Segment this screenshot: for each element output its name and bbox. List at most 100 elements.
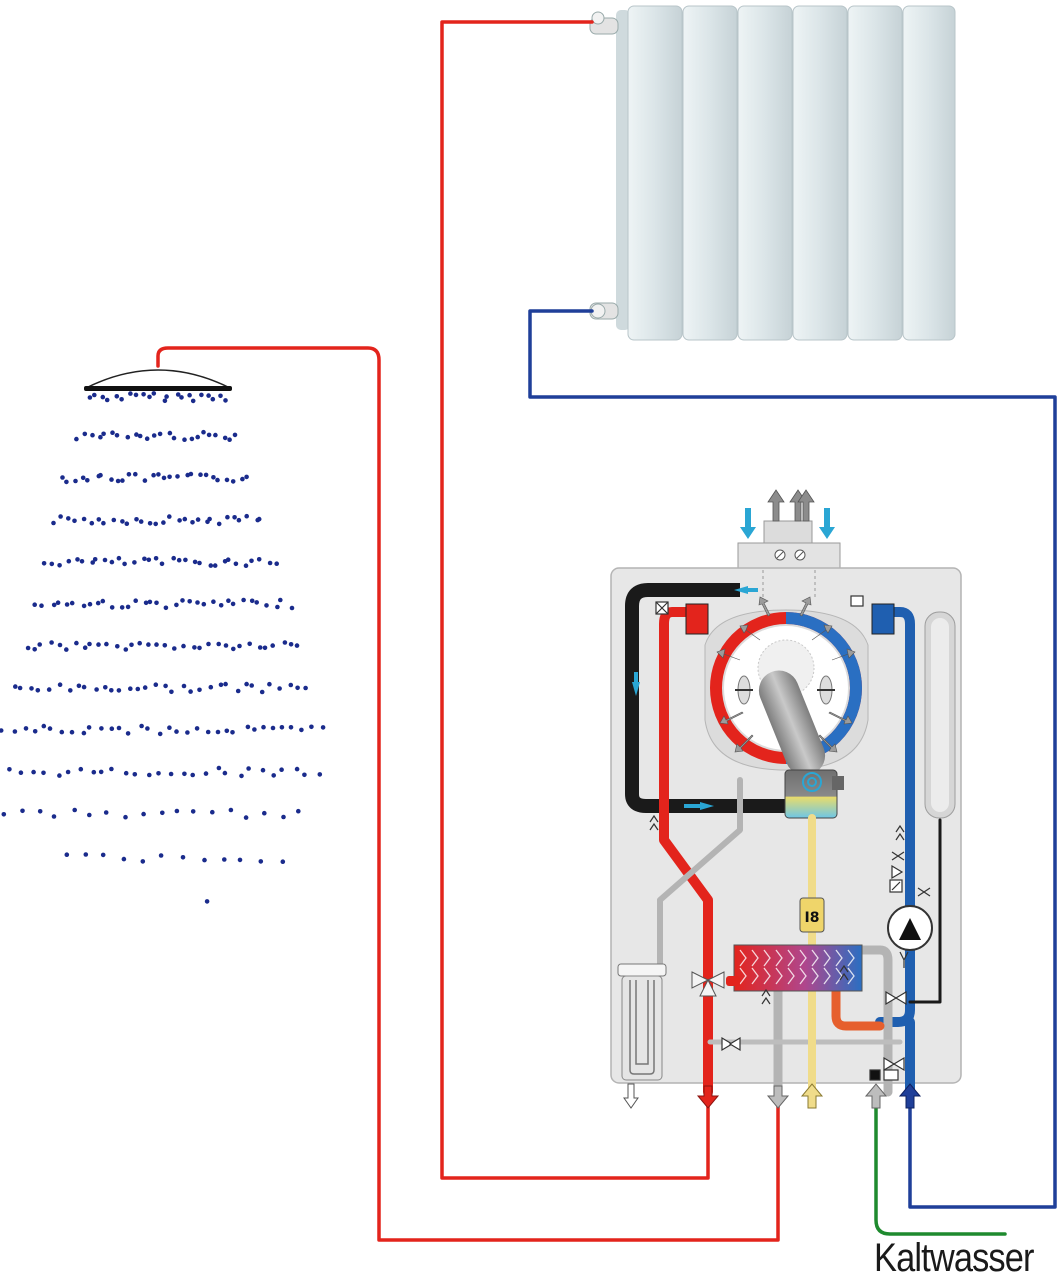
water-droplet — [109, 559, 115, 565]
water-droplet — [164, 394, 169, 399]
water-droplet — [249, 598, 255, 604]
radiator-valve-bottom-icon — [589, 302, 619, 320]
siphon-icon — [617, 963, 667, 1081]
water-droplet — [18, 770, 24, 775]
water-droplet — [222, 770, 228, 776]
water-droplet — [271, 773, 277, 778]
water-droplet — [123, 647, 129, 652]
water-droplet — [92, 557, 98, 562]
water-droplet — [87, 812, 92, 818]
water-droplet — [99, 726, 104, 731]
internal-flow-pipe — [659, 607, 713, 1097]
water-droplet — [79, 559, 85, 564]
water-droplet — [81, 603, 87, 609]
water-droplet — [167, 725, 172, 730]
water-droplet — [153, 682, 159, 687]
water-droplet — [180, 598, 185, 603]
water-droplet — [288, 682, 294, 688]
water-droplet — [114, 394, 120, 399]
water-droplet — [288, 725, 294, 730]
water-droplet — [309, 724, 314, 730]
water-droplet — [288, 642, 294, 647]
water-droplet — [244, 513, 249, 519]
water-droplet — [135, 686, 141, 692]
water-droplet — [57, 773, 62, 778]
water-droplet — [151, 391, 157, 396]
water-droplet — [145, 726, 150, 731]
water-droplet — [76, 683, 82, 689]
water-droplet — [147, 521, 153, 526]
water-droplet — [259, 689, 265, 695]
water-droplet — [172, 646, 177, 651]
water-droplet — [0, 728, 4, 733]
water-droplet — [147, 599, 153, 605]
water-droplet — [154, 600, 159, 606]
water-droplet — [182, 516, 188, 522]
water-droplet — [194, 726, 200, 731]
water-droplet — [270, 725, 276, 731]
water-droplet — [230, 730, 235, 735]
water-droplet — [129, 642, 134, 648]
water-droplet — [139, 723, 144, 729]
water-droplet — [241, 597, 246, 603]
water-droplet — [55, 600, 61, 605]
water-droplet — [254, 600, 259, 605]
water-droplet — [92, 392, 97, 398]
water-droplet — [215, 729, 221, 735]
water-droplet — [83, 852, 89, 857]
water-droplet — [190, 772, 195, 778]
water-droplet — [230, 479, 236, 484]
water-droplet — [153, 521, 158, 527]
svg-text:I8: I8 — [805, 910, 820, 926]
water-droplet — [81, 516, 87, 522]
water-droplet — [189, 436, 195, 442]
water-droplet — [159, 561, 165, 567]
water-droplet — [57, 682, 63, 687]
water-droplet — [151, 433, 157, 438]
water-droplet — [203, 771, 209, 776]
water-droplet — [31, 769, 36, 775]
condensate-outlet-arrow — [623, 1083, 639, 1109]
water-droplet — [46, 687, 52, 692]
water-droplet — [161, 520, 166, 525]
water-droplet — [73, 478, 78, 484]
water-droplet — [153, 556, 159, 561]
water-droplet — [98, 434, 103, 440]
water-droplet — [109, 726, 115, 731]
water-droplet — [211, 599, 216, 604]
water-droplet — [279, 725, 285, 730]
water-droplet — [68, 688, 73, 693]
water-droplet — [49, 561, 55, 567]
cold-water-arrow — [864, 1083, 888, 1109]
internal-cold-pipe — [855, 945, 893, 1097]
water-droplet — [227, 437, 232, 443]
water-droplet — [243, 815, 249, 820]
water-droplet — [104, 397, 110, 403]
water-droplet — [101, 520, 106, 526]
water-droplet — [303, 685, 308, 691]
water-droplet — [64, 602, 70, 607]
water-droplet — [20, 808, 25, 814]
water-droplet — [119, 397, 124, 402]
water-droplet — [141, 811, 146, 817]
water-droplet — [29, 686, 34, 691]
water-droplet — [116, 555, 122, 561]
water-droplet — [244, 474, 249, 480]
water-droplet — [65, 769, 71, 775]
water-droplet — [237, 857, 243, 863]
water-droplet — [35, 688, 41, 693]
water-droplet — [243, 563, 249, 568]
water-droplet — [72, 518, 77, 524]
water-droplet — [156, 472, 161, 477]
water-droplet — [86, 725, 92, 730]
water-droplet — [213, 432, 218, 438]
water-droplet — [75, 557, 80, 562]
water-droplet — [175, 474, 180, 479]
water-droplet — [80, 475, 86, 481]
water-droplet — [23, 726, 29, 731]
water-droplet — [294, 643, 300, 648]
expansion-vessel-icon — [924, 611, 956, 819]
water-droplet — [133, 598, 138, 603]
